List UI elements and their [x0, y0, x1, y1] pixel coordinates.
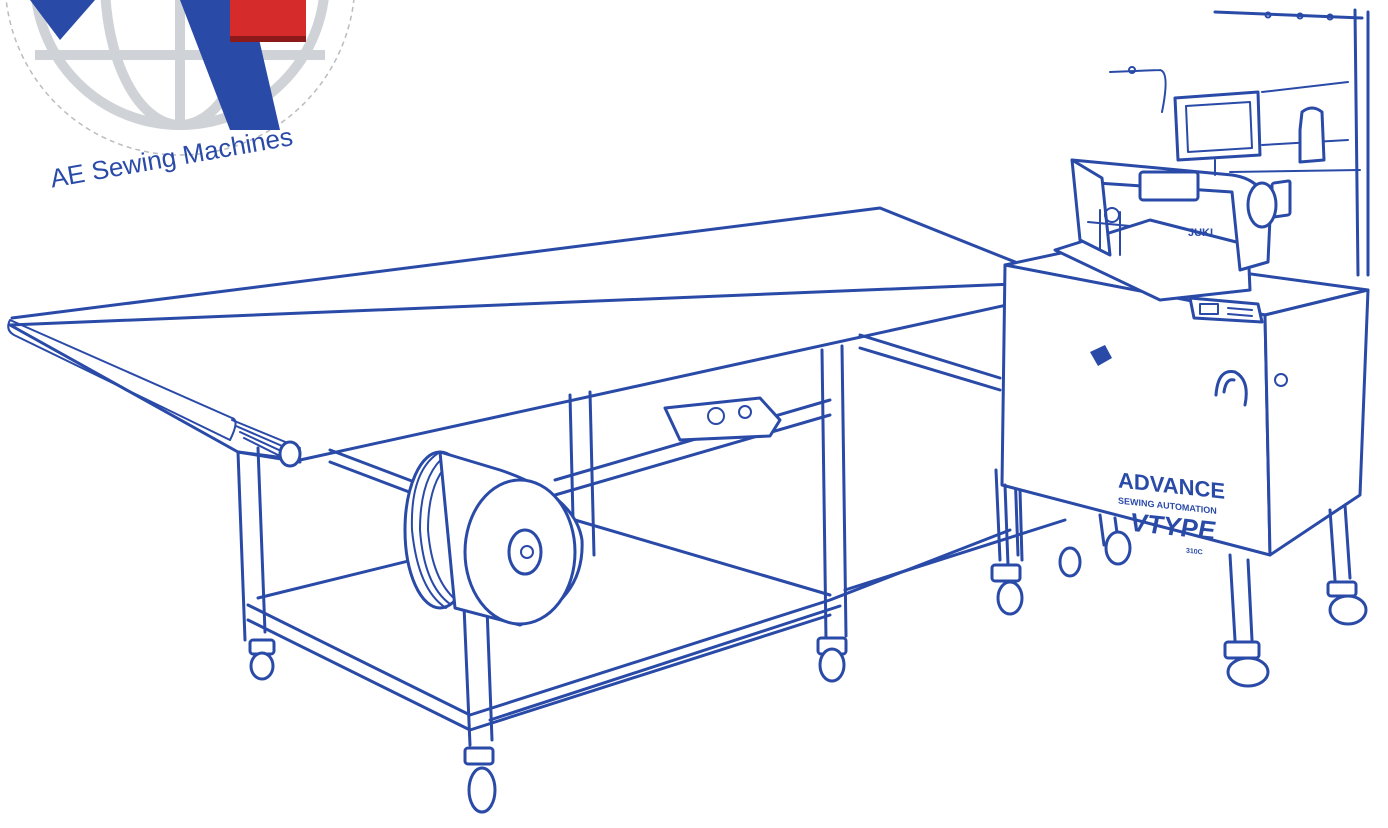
- thread-spool-icon: [1298, 106, 1326, 164]
- table-top: [8, 280, 1068, 462]
- power-switch-icon: [1274, 373, 1288, 387]
- model-sub: 310C: [1186, 548, 1203, 557]
- cabinet-caster: [1104, 530, 1132, 566]
- company-logo: AE Sewing Machines: [5, 0, 355, 193]
- coil-spring: [231, 419, 302, 468]
- handwheel-icon: [1246, 181, 1278, 229]
- cabinet-caster: [1326, 580, 1368, 626]
- machine-emblem-icon: [1214, 369, 1248, 407]
- advance-brand-plate: ADVANCE SEWING AUTOMATION VTYPE 310C: [1090, 345, 1248, 557]
- table-caster: [463, 746, 497, 814]
- thread-stand: [1109, 8, 1370, 277]
- head-brand: JUKI: [1188, 227, 1213, 239]
- tape-reel: [403, 450, 584, 627]
- logo-red-mark: [230, 0, 306, 40]
- globe-icon: [31, 0, 329, 130]
- touch-screen[interactable]: [1173, 90, 1262, 176]
- table-caster: [1058, 546, 1082, 578]
- head-display[interactable]: [1138, 170, 1200, 202]
- table-caster: [816, 636, 848, 683]
- work-table: [7, 206, 1082, 814]
- cabinet-side: [1263, 288, 1370, 557]
- logo-blue-mark: [30, 0, 95, 40]
- cabinet-caster: [1223, 640, 1270, 688]
- sewing-head: JUKI: [1053, 158, 1278, 302]
- advance-logo-icon: [1090, 345, 1112, 366]
- control-panel[interactable]: [1188, 296, 1264, 324]
- table-caster: [248, 638, 276, 681]
- edge-trimmer: [663, 396, 782, 442]
- table-caster: [990, 563, 1024, 616]
